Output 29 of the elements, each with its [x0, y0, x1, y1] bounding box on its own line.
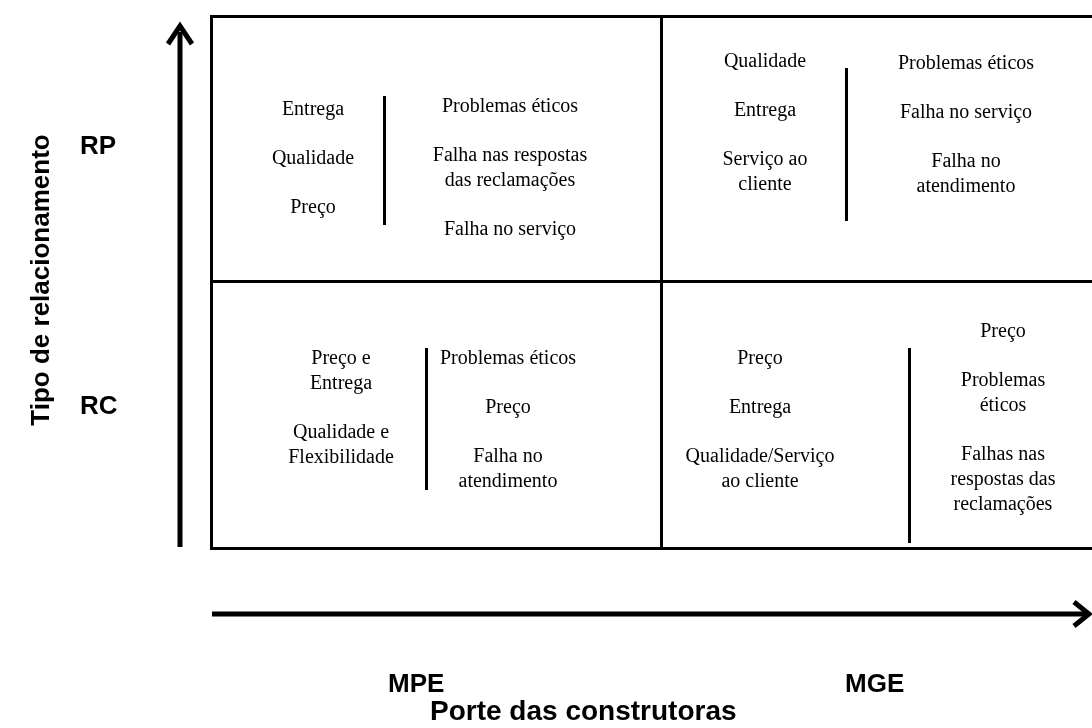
cell-text: Falha nas respostas das reclamações	[431, 142, 589, 192]
cell-text: Problemas éticos	[438, 345, 578, 370]
cell-text: Preço	[736, 345, 784, 370]
cell-text: Falha no serviço	[898, 99, 1034, 124]
cell-text: Problemas éticos	[896, 50, 1036, 75]
axis-title: Tipo de relacionamento	[24, 134, 56, 426]
cell-text: Falha no serviço	[442, 216, 578, 241]
cell-text: Preço	[289, 194, 337, 219]
cell-text: Entrega	[732, 97, 798, 122]
cell-text: Falha no atendimento	[457, 443, 559, 493]
axis-label: RC	[80, 390, 118, 421]
cell-text: Entrega	[280, 96, 346, 121]
cell-text: Serviço ao cliente	[721, 146, 809, 196]
cell-text: Falha no atendimento	[915, 148, 1017, 198]
cell-text: Qualidade e Flexibilidade	[287, 419, 395, 469]
cell-text: Entrega	[727, 394, 793, 419]
cell-text: Problemas éticos	[959, 367, 1047, 417]
axis-label: RP	[80, 130, 117, 161]
cell-text: Problemas éticos	[440, 93, 580, 118]
matrix-cell	[210, 280, 663, 550]
matrix-cell	[210, 15, 663, 283]
axis-label: MGE	[845, 668, 905, 699]
cell-text: Qualidade/Serviço ao cliente	[684, 443, 836, 493]
cell-text: Preço e Entrega	[308, 345, 374, 395]
cell-text: Falhas nas respostas das reclamações	[949, 441, 1057, 516]
cell-text: Preço	[484, 394, 532, 419]
cell-text: Preço	[979, 318, 1027, 343]
cell-text: Qualidade	[722, 48, 808, 73]
cell-text: Qualidade	[270, 145, 356, 170]
